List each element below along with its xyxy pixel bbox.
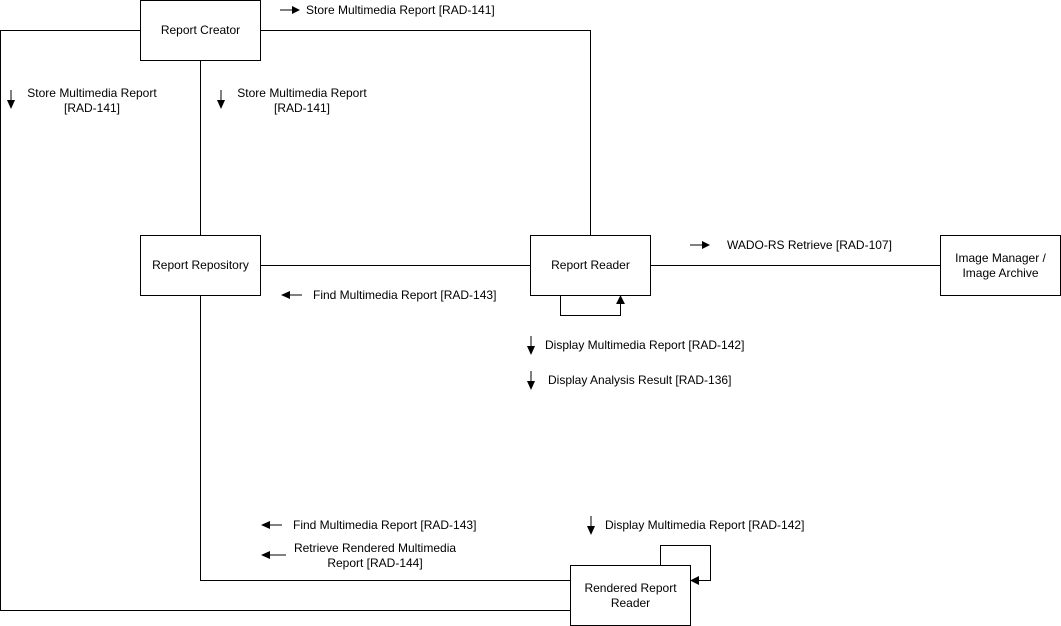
arrow-down-icon	[527, 371, 535, 390]
label-find-rendered: Find Multimedia Report [RAD-143]	[293, 518, 477, 532]
label-find-reader: Find Multimedia Report [RAD-143]	[313, 288, 497, 302]
label-store-left: Store Multimedia Report [RAD-141]	[27, 86, 157, 115]
label-display-reader: Display Multimedia Report [RAD-142]	[545, 338, 745, 352]
arrow-left-icon	[281, 291, 302, 299]
arrow-down-icon	[217, 90, 225, 109]
label-wado-retrieve: WADO-RS Retrieve [RAD-107]	[727, 238, 892, 252]
line-repository-to-rendered	[200, 295, 571, 581]
arrow-left-icon	[261, 551, 286, 559]
actor-image-manager[interactable]: Image Manager / Image Archive	[940, 235, 1061, 296]
actor-report-repository[interactable]: Report Repository	[140, 235, 261, 296]
arrow-right-icon	[690, 241, 710, 249]
arrow-down-icon	[587, 516, 595, 535]
self-loop-reader	[560, 295, 625, 316]
line-creator-to-reader	[260, 30, 591, 236]
arrow-down-icon	[527, 336, 535, 355]
arrow-left-icon	[261, 521, 282, 529]
actor-report-creator[interactable]: Report Creator	[140, 0, 261, 61]
arrow-right-icon	[280, 6, 300, 14]
line-creator-to-rendered	[0, 30, 571, 611]
label-store-top: Store Multimedia Report [RAD-141]	[306, 3, 495, 17]
arrow-down-icon	[7, 90, 15, 109]
label-store-mid: Store Multimedia Report [RAD-141]	[237, 86, 367, 115]
actor-report-reader[interactable]: Report Reader	[530, 235, 651, 296]
self-loop-rendered	[660, 545, 711, 585]
actor-rendered-report-reader[interactable]: Rendered Report Reader	[570, 565, 691, 626]
label-retrieve-rendered: Retrieve Rendered Multimedia Report [RAD…	[293, 541, 457, 570]
label-display-analysis: Display Analysis Result [RAD-136]	[548, 373, 732, 387]
label-display-rendered: Display Multimedia Report [RAD-142]	[605, 518, 805, 532]
